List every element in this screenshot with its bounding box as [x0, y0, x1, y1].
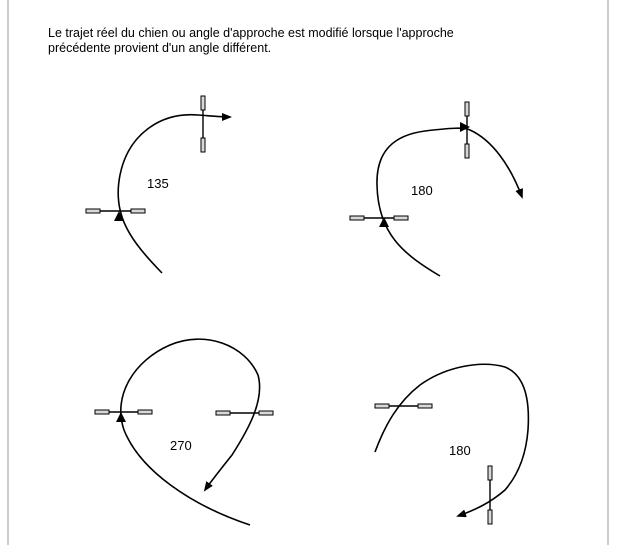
dog-path [374, 363, 530, 518]
angle-label: 270 [170, 438, 192, 453]
diagram-135-top-left: 135 [85, 95, 232, 274]
jump-obstacle-horizontal [349, 215, 409, 221]
caption-line-1: Le trajet réel du chien ou angle d'appro… [48, 26, 454, 40]
angle-label: 180 [449, 443, 471, 458]
jump-obstacle-horizontal-left [94, 409, 153, 415]
direction-arrow-icon [460, 122, 470, 132]
angle-label: 180 [411, 183, 433, 198]
angle-label: 135 [147, 176, 169, 191]
diagram-270-bottom-left: 270 [94, 338, 274, 526]
direction-arrow-icon [379, 217, 389, 227]
jump-obstacle-horizontal [374, 403, 433, 409]
figure-caption: Le trajet réel du chien ou angle d'appro… [48, 26, 588, 56]
direction-arrow-icon [116, 412, 126, 422]
jump-obstacle-horizontal-right [215, 410, 274, 416]
diagram-180-bottom-right: 180 [374, 363, 530, 525]
caption-line-2: précédente provient d'un angle différent… [48, 41, 272, 55]
dog-path [376, 127, 523, 277]
diagram-180-top-right: 180 [349, 101, 523, 277]
dog-path [117, 112, 232, 274]
jump-obstacle-horizontal [85, 208, 146, 214]
jump-obstacle-vertical [487, 465, 493, 525]
dog-path [119, 338, 261, 526]
jump-obstacle-vertical [464, 101, 470, 159]
jump-obstacle-vertical [200, 95, 206, 153]
direction-arrow-icon [114, 211, 124, 221]
